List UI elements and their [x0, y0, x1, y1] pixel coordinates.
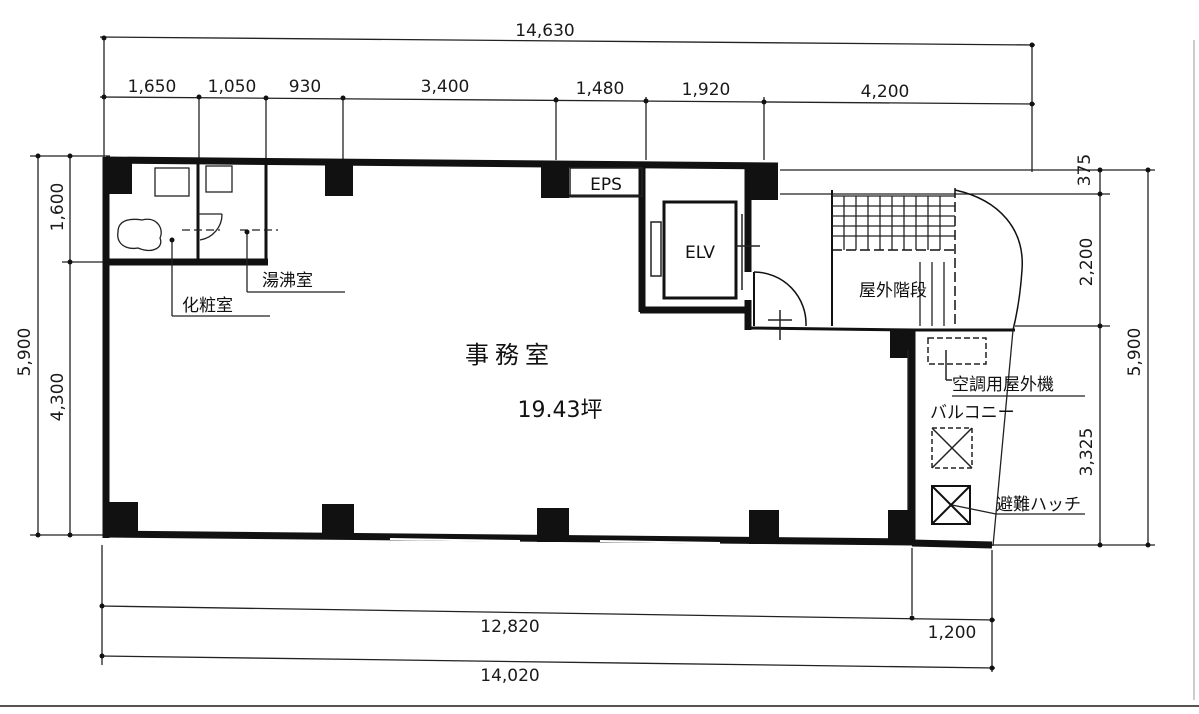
- dim-left-total: 5,900: [15, 328, 35, 377]
- dim-top-seg-5: 1,480: [576, 79, 625, 99]
- restroom-fixtures: [117, 165, 278, 252]
- dim-bottom-balcony: 1,200: [928, 623, 977, 643]
- eps-box: [569, 167, 643, 197]
- dim-right-375: 375: [1075, 154, 1095, 186]
- bottom-dimension-lines: [99, 545, 996, 672]
- left-dimension-lines: [30, 153, 110, 538]
- outdoor-stairs: [831, 188, 1023, 331]
- dim-bottom-main: 12,820: [480, 617, 539, 637]
- eps-label: EPS: [590, 175, 622, 195]
- ac-unit-label: 空調用屋外機: [952, 375, 1054, 395]
- bottom-windows: [389, 538, 721, 544]
- dim-top-seg-4: 3,400: [421, 77, 470, 97]
- elevator-label: ELV: [685, 243, 715, 263]
- office-area-label: 19.43坪: [518, 398, 603, 423]
- restroom-label: 化粧室: [182, 296, 233, 316]
- dim-top-seg-3: 930: [289, 77, 321, 97]
- dim-left-lower: 4,300: [48, 373, 68, 422]
- dim-right-2200: 2,200: [1077, 238, 1097, 287]
- dim-top-seg-1: 1,650: [128, 77, 177, 97]
- top-dimension-lines: [99, 35, 1036, 172]
- label-leaders: [169, 229, 1085, 515]
- stairs-label: 屋外階段: [859, 281, 927, 301]
- dim-top-seg-2: 1,050: [208, 77, 257, 97]
- dim-top-seg-6: 1,920: [682, 80, 731, 100]
- dim-total-top: 14,630: [515, 21, 574, 41]
- structural-columns: [106, 158, 914, 544]
- balcony-label: バルコニー: [930, 403, 1015, 423]
- right-dimension-lines: [780, 167, 1155, 548]
- dim-left-upper: 1,600: [48, 183, 68, 232]
- kitchenette-label: 湯沸室: [262, 271, 313, 291]
- stair-door: [753, 271, 807, 340]
- dim-bottom-total: 14,020: [480, 666, 539, 686]
- balcony-items: [907, 337, 987, 525]
- escape-hatch-label: 避難ハッチ: [996, 495, 1081, 515]
- elevator-car: [650, 200, 760, 300]
- dim-top-seg-7: 4,200: [861, 82, 910, 102]
- dim-right-3325: 3,325: [1077, 428, 1097, 477]
- office-label: 事務室: [465, 341, 555, 369]
- dim-right-total: 5,900: [1125, 328, 1145, 377]
